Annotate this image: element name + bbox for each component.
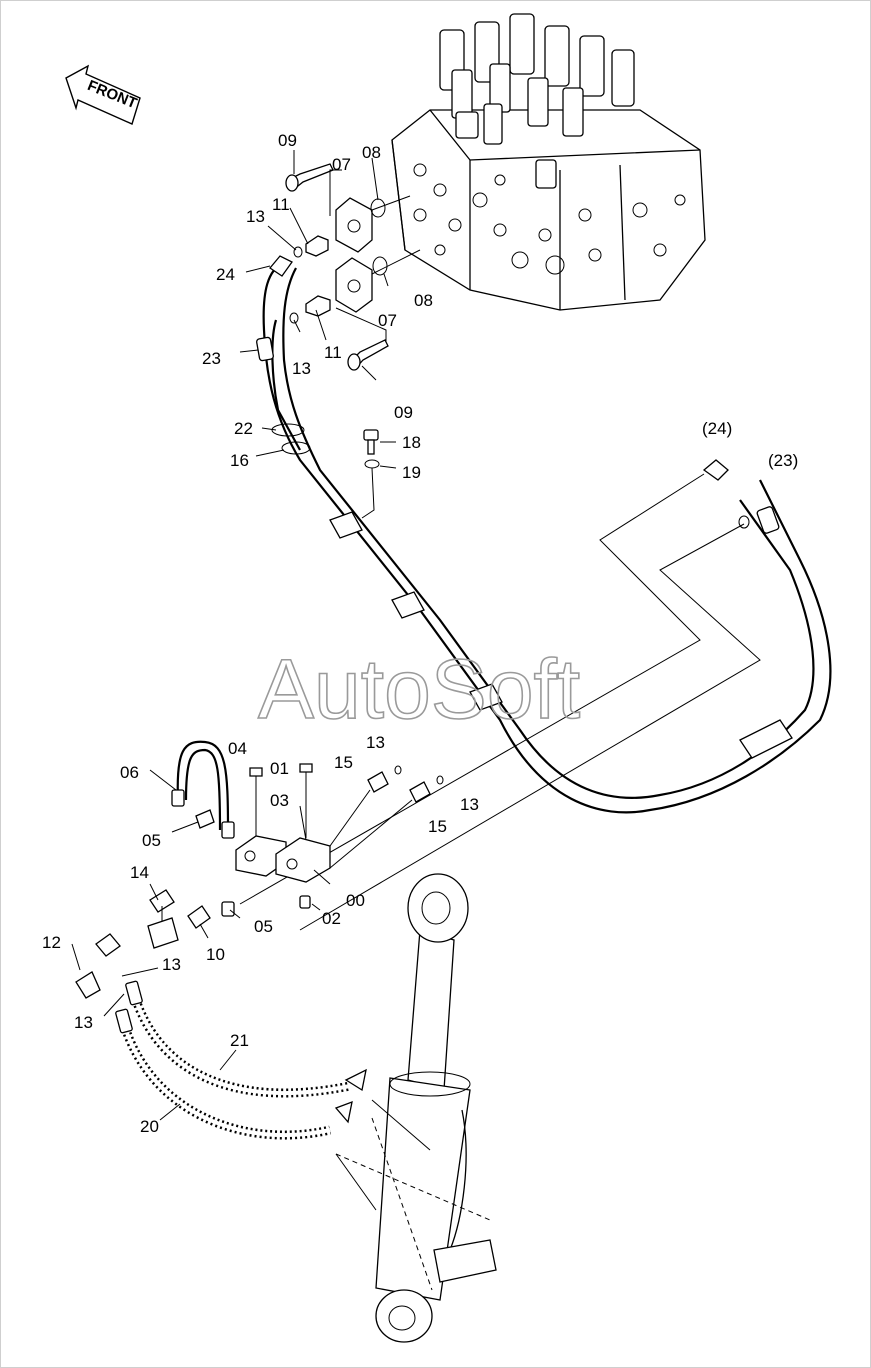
part-label-15-upper: 15 xyxy=(334,753,353,772)
part-labels: 09 07 08 11 13 24 08 07 11 13 23 09 22 1… xyxy=(42,131,798,1136)
corrugated-hoses xyxy=(115,980,367,1140)
control-valve xyxy=(391,13,706,311)
watermark-text: AutoSoft xyxy=(258,642,580,736)
front-arrow-icon: FRONT xyxy=(65,64,141,125)
part-label-21: 21 xyxy=(230,1031,249,1050)
part-label-07-upper: 07 xyxy=(332,155,351,174)
part-label-02: 02 xyxy=(322,909,341,928)
upper-flange-group xyxy=(285,163,421,371)
hydraulic-cylinder xyxy=(335,873,497,1343)
part-label-16: 16 xyxy=(230,451,249,470)
part-label-08-upper: 08 xyxy=(362,143,381,162)
part-label-00: 00 xyxy=(346,891,365,910)
part-label-12: 12 xyxy=(42,933,61,952)
part-label-24: 24 xyxy=(216,265,235,284)
part-label-07-lower: 07 xyxy=(378,311,397,330)
part-label-15-lower: 15 xyxy=(428,817,447,836)
hose-route xyxy=(256,255,832,814)
part-label-05-upper: 05 xyxy=(142,831,161,850)
part-label-13-upper: 13 xyxy=(246,207,265,226)
part-label-22: 22 xyxy=(234,419,253,438)
part-label-14: 14 xyxy=(130,863,149,882)
part-label-20: 20 xyxy=(140,1117,159,1136)
part-label-01: 01 xyxy=(270,759,289,778)
part-label-24-ref: (24) xyxy=(702,419,732,438)
part-label-19: 19 xyxy=(402,463,421,482)
manifold-group xyxy=(75,740,444,999)
part-label-11-upper: 11 xyxy=(272,195,290,214)
part-label-08-lower: 08 xyxy=(414,291,433,310)
part-label-23-ref: (23) xyxy=(768,451,798,470)
part-label-06: 06 xyxy=(120,763,139,782)
part-label-13-right-top: 13 xyxy=(366,733,385,752)
part-label-13-mid: 13 xyxy=(292,359,311,378)
part-label-11-lower: 11 xyxy=(324,343,342,362)
part-label-13-right: 13 xyxy=(460,795,479,814)
part-label-23: 23 xyxy=(202,349,221,368)
part-label-13-lower-left: 13 xyxy=(74,1013,93,1032)
label-leaders xyxy=(71,150,397,1121)
route-leader-lines xyxy=(239,473,761,931)
part-label-04: 04 xyxy=(228,739,247,758)
part-label-09-upper: 09 xyxy=(278,131,297,150)
part-label-05-lower: 05 xyxy=(254,917,273,936)
part-label-13-lower-right: 13 xyxy=(162,955,181,974)
part-label-03: 03 xyxy=(270,791,289,810)
part-label-10: 10 xyxy=(206,945,225,964)
part-label-09-lower: 09 xyxy=(394,403,413,422)
part-label-18: 18 xyxy=(402,433,421,452)
